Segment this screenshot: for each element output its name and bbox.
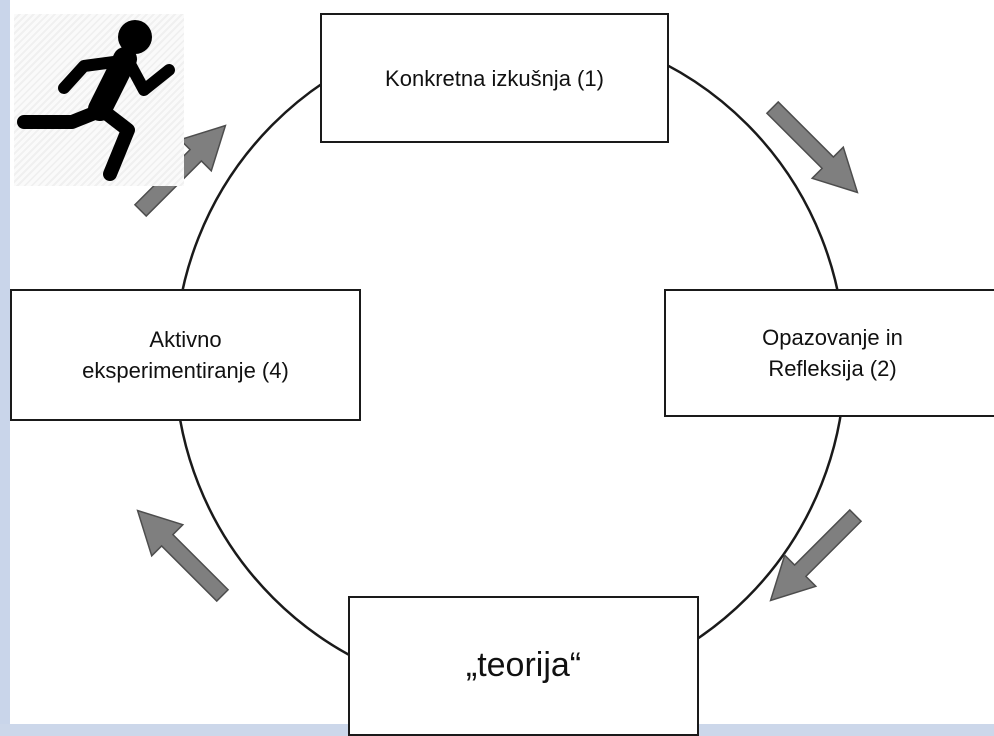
step3-label: „teorija“: [465, 646, 582, 684]
step4-label-line1: Aktivno: [149, 327, 222, 352]
step2-label-line2: Refleksija (2): [768, 356, 897, 381]
step-observation-reflection: Opazovanje in Refleksija (2): [664, 289, 994, 417]
step4-label-line2: eksperimentiranje (4): [82, 358, 289, 383]
step2-label-line1: Opazovanje in: [762, 325, 903, 350]
step-theory: „teorija“: [348, 596, 699, 736]
step1-label: Konkretna izkušnja (1): [385, 65, 604, 91]
running-person-icon: [17, 20, 175, 181]
step-active-experimentation: Aktivno eksperimentiranje (4): [10, 289, 361, 421]
step-concrete-experience: Konkretna izkušnja (1): [320, 13, 669, 143]
slide-left-stripe: [0, 0, 10, 724]
arrow-to-theory: [769, 508, 863, 602]
arrow-to-experimentation: [136, 509, 230, 603]
arrow-to-observation: [765, 100, 859, 194]
